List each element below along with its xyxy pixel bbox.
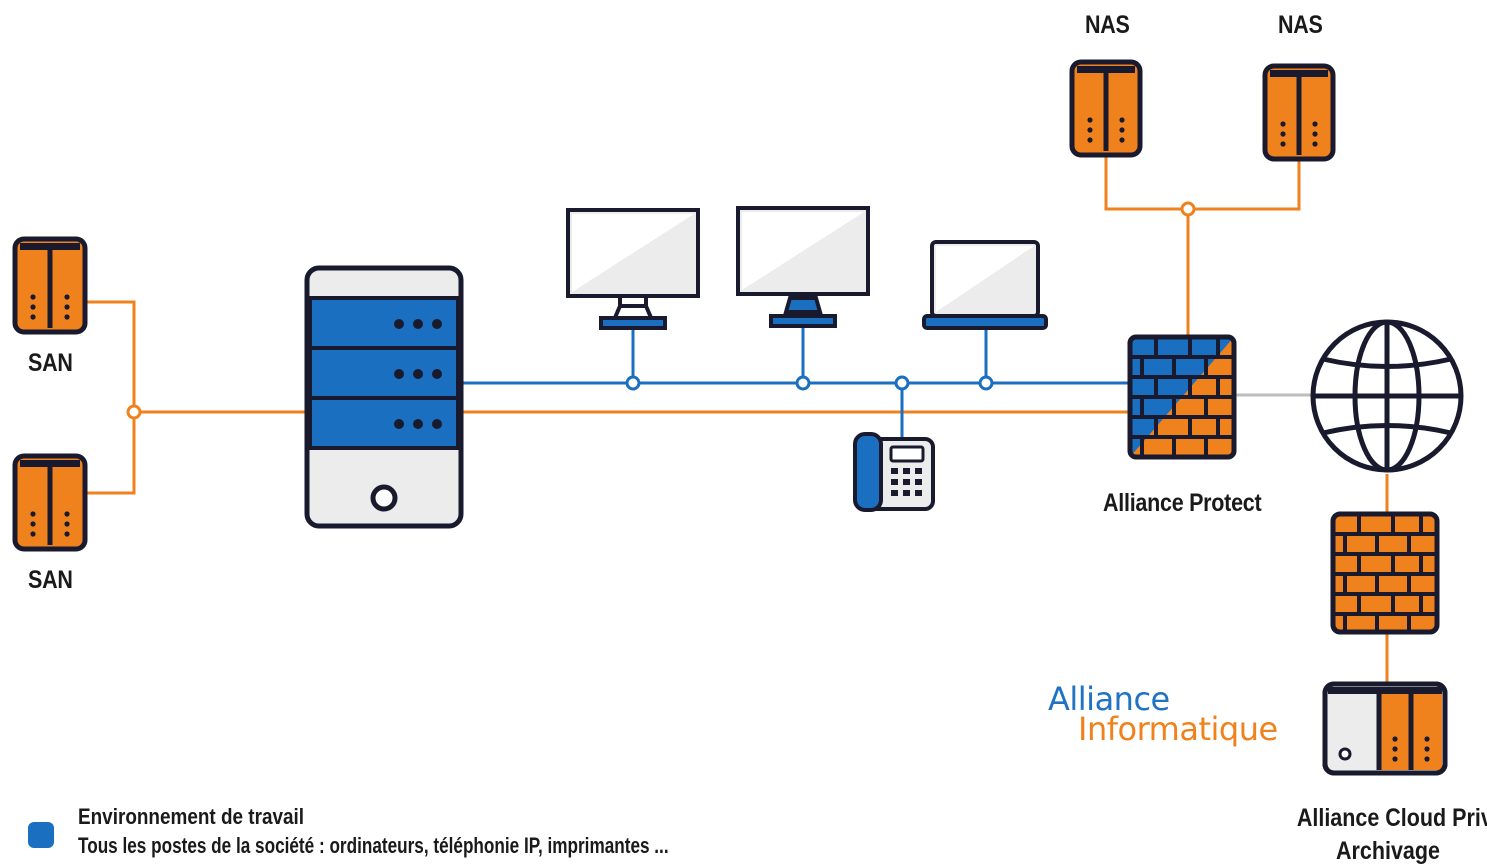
logo-line1: Alliance (1048, 680, 1170, 718)
monitor-icon (566, 208, 700, 330)
legend-swatch-blue (28, 822, 54, 848)
cloud-label-line1: Alliance Cloud Privé (1296, 804, 1487, 832)
cloud-label-line2: Archivage (1336, 837, 1440, 865)
legend-title: Environnement de travail (78, 804, 305, 829)
nas-label: NAS (1085, 11, 1130, 39)
logo-line2: Informatique (1078, 710, 1278, 748)
san-device-icon (12, 453, 88, 552)
nas-junction (1180, 201, 1196, 217)
monitor-icon (736, 206, 870, 328)
globe-icon (1310, 319, 1464, 473)
firewall-icon (1127, 334, 1237, 460)
lan-node-3 (894, 375, 910, 391)
nas-device-icon (1069, 59, 1143, 158)
nas-link-left (1104, 155, 1188, 211)
ip-phone-icon (853, 432, 935, 512)
junction-nodes (126, 201, 1196, 420)
laptop-icon (922, 240, 1048, 330)
nas-device-icon (1262, 63, 1336, 162)
nas-label: NAS (1278, 11, 1323, 39)
alliance-protect-label: Alliance Protect (1103, 489, 1262, 517)
server-rack-icon (304, 265, 464, 529)
cloud-storage-icon (1322, 681, 1448, 776)
firewall-icon (1330, 511, 1440, 635)
san-link-top (85, 300, 136, 412)
lan-node-4 (978, 375, 994, 391)
alliance-cloud-label: Alliance Cloud Privé Archivage (1282, 802, 1487, 868)
san-link-bottom (85, 412, 136, 495)
san-device-icon (12, 236, 88, 335)
legend-description: Tous les postes de la société : ordinate… (78, 833, 669, 858)
lan-node-1 (625, 375, 641, 391)
san-junction (126, 404, 142, 420)
san-label: SAN (28, 566, 73, 594)
nas-link-right (1188, 159, 1301, 211)
san-label: SAN (28, 349, 73, 377)
lan-node-2 (795, 375, 811, 391)
